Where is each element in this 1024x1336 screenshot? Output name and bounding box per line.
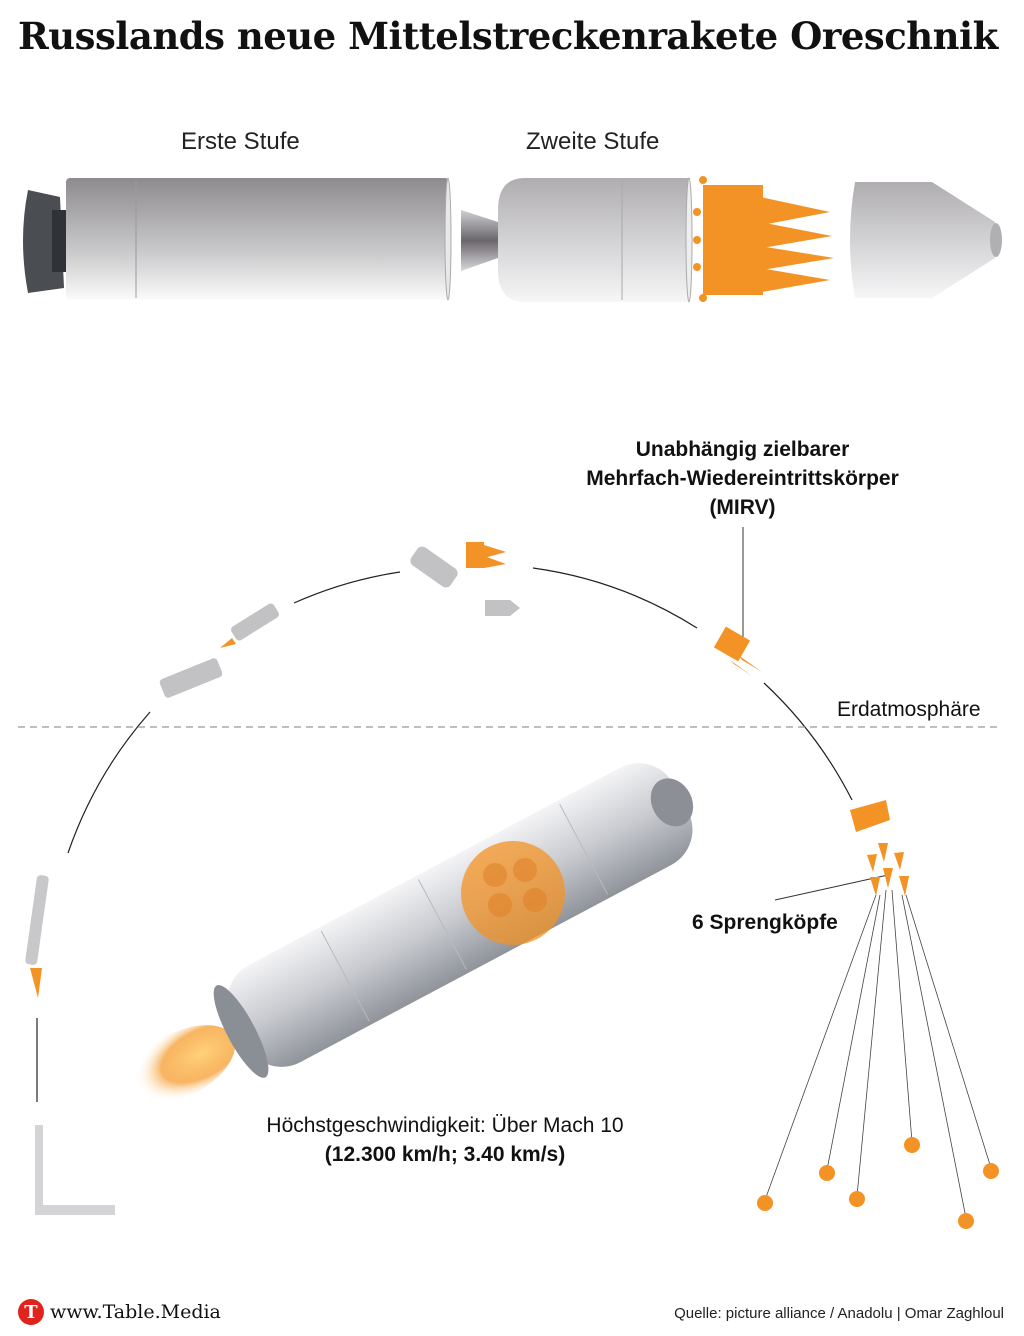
speed-line2: (12.300 km/h; 3.40 km/s) — [324, 1143, 566, 1166]
source-credit: Quelle: picture alliance / Anadolu | Oma… — [674, 1305, 1004, 1322]
table-media-logo-icon: T — [18, 1299, 44, 1325]
trajectory-arc — [36, 567, 853, 1102]
rocket-nose-cone — [850, 182, 1002, 298]
rocket-second-stage — [498, 177, 693, 303]
launch-rocket — [25, 875, 49, 998]
separated-stage — [159, 546, 520, 698]
first-stage-label: Erste Stufe — [181, 128, 300, 155]
mirv-label-line3: (MIRV) — [709, 496, 776, 519]
impact-markers — [757, 1137, 999, 1229]
footer-brand: T www.Table.Media — [18, 1299, 221, 1325]
rocket-first-stage — [23, 177, 498, 301]
mirv-small — [466, 542, 890, 832]
mirv-label: Unabhängig zielbarer Mehrfach-Wiedereint… — [560, 435, 925, 522]
warheads-pointer-line — [774, 874, 889, 901]
warheads — [867, 843, 909, 896]
warheads-label: 6 Sprengköpfe — [692, 911, 838, 934]
speed-line1: Höchstgeschwindigkeit: Über Mach 10 — [266, 1114, 624, 1137]
speed-label: Höchstgeschwindigkeit: Über Mach 10 (12.… — [230, 1111, 660, 1169]
second-stage-label: Zweite Stufe — [526, 128, 660, 155]
mirv-bus — [693, 176, 834, 302]
warhead-trajectories — [764, 889, 992, 1219]
atmosphere-label: Erdatmosphäre — [837, 698, 981, 721]
mirv-label-line2: Mehrfach-Wiedereintrittskörper — [586, 467, 899, 490]
mirv-label-line1: Unabhängig zielbarer — [635, 438, 850, 461]
big-rocket — [124, 763, 694, 1105]
launcher — [35, 1125, 115, 1215]
site-url: www.Table.Media — [50, 1301, 221, 1323]
page-title: Russlands neue Mittelstreckenrakete Ores… — [18, 14, 998, 58]
